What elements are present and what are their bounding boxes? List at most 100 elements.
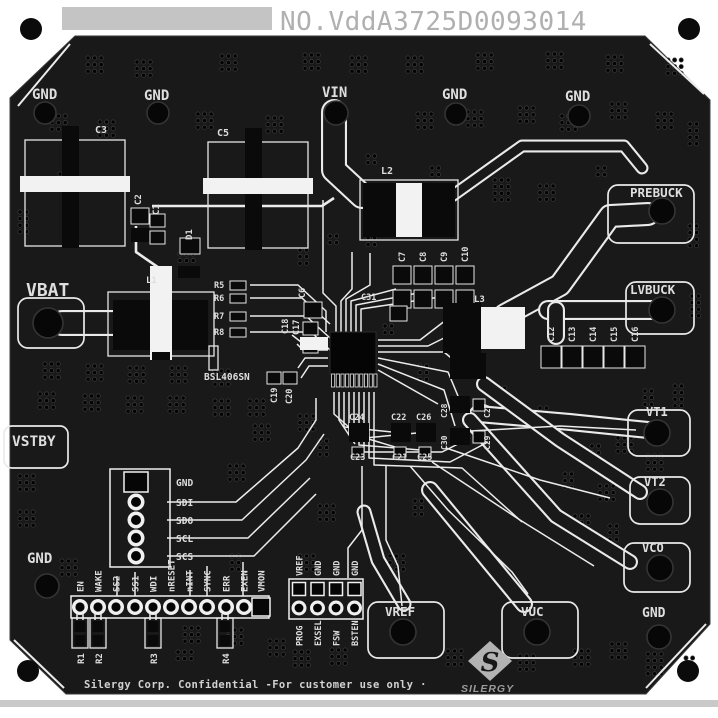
label-prog_header-bottom_pins-0: PROG — [296, 626, 306, 646]
main-ic — [329, 331, 378, 388]
copper-channel-fill — [478, 378, 646, 498]
footprint — [229, 293, 247, 304]
trace — [431, 461, 595, 567]
via-cluster — [85, 55, 104, 74]
via-cluster — [182, 625, 201, 644]
trace — [409, 465, 529, 595]
via-cluster — [85, 363, 104, 382]
label-resistors_bottom-2: R3 — [150, 653, 160, 664]
via-cluster — [297, 413, 316, 432]
label-spi_header-pins-4: SCS — [176, 552, 193, 563]
footprint — [392, 289, 412, 309]
label-refdes-c26: C26 — [416, 413, 431, 423]
trace — [451, 425, 637, 433]
footprint — [219, 621, 231, 632]
via-cluster — [572, 648, 591, 667]
label-refdes-c5: C5 — [217, 128, 229, 139]
via-cluster — [37, 391, 56, 410]
label-testpoints-gnd_bl: GND — [27, 551, 52, 567]
label-refdes-c25: C25 — [417, 453, 432, 463]
trace — [377, 363, 456, 427]
label-refdes-c24: C24 — [349, 413, 364, 423]
label-testpoints-vbat: VBAT — [26, 280, 70, 301]
footprint — [413, 289, 433, 309]
trace — [167, 477, 311, 539]
via-cluster — [134, 59, 153, 78]
via-cluster — [545, 51, 564, 70]
via-cluster — [689, 293, 702, 319]
label-prog_header-bottom_pins-3: BSTEN — [351, 620, 361, 646]
footprint — [229, 327, 247, 338]
label-refdes-c23: C23 — [350, 453, 365, 463]
footprint — [603, 345, 625, 369]
label-testpoints-gnd_t4: GND — [565, 89, 590, 105]
footer-confidential-text: Silergy Corp. Confidential -For customer… — [84, 679, 427, 691]
trace — [340, 252, 353, 334]
label-refdes-c30: C30 — [440, 435, 449, 450]
test-pad — [646, 624, 672, 650]
via-cluster — [247, 398, 266, 417]
testpoint-island — [627, 409, 691, 457]
test-pad — [648, 296, 676, 324]
copper-channel-fill — [495, 204, 658, 325]
footprint — [219, 635, 231, 646]
label-testpoints-vt2: VT2 — [644, 475, 666, 489]
via-cluster — [645, 651, 664, 677]
via-cluster — [609, 101, 628, 120]
ic-pin — [349, 373, 354, 388]
label-refdes-r5: R5 — [214, 281, 224, 291]
logo-letter: S — [481, 648, 500, 678]
footprint — [450, 396, 470, 413]
footprint — [455, 265, 475, 285]
footprint — [131, 228, 149, 242]
via-cluster — [297, 553, 316, 572]
via-cluster — [17, 473, 36, 492]
header-outline — [288, 578, 364, 620]
footprint — [20, 176, 130, 192]
footprint — [179, 237, 201, 255]
via-cluster — [687, 121, 700, 147]
trace — [297, 357, 328, 369]
footprint — [472, 398, 486, 412]
footprint — [113, 300, 151, 350]
via-cluster — [537, 183, 556, 202]
label-refdes-c7: C7 — [398, 252, 408, 262]
footprint — [266, 371, 282, 385]
test-pad — [32, 307, 64, 339]
ic-pin — [368, 373, 373, 388]
footprint — [150, 266, 172, 360]
via-cluster — [82, 393, 101, 412]
label-refdes-r6: R6 — [214, 294, 224, 304]
header-pin-hole — [111, 602, 121, 612]
test-pad — [146, 101, 170, 125]
label-refdes-c9: C9 — [440, 252, 450, 262]
copper-channel-fill — [423, 483, 531, 611]
ic-pin — [354, 373, 359, 388]
via-cluster — [195, 111, 214, 130]
edge-keepout-line — [13, 639, 65, 689]
header-square-pad — [347, 581, 362, 597]
scan-shadow-band — [0, 700, 718, 707]
footprint — [170, 300, 208, 350]
via-cluster — [219, 53, 238, 72]
footprint — [540, 345, 562, 369]
ic-pins — [331, 373, 378, 388]
header-square-pad — [291, 581, 307, 597]
label-testpoints-vco: VCO — [642, 541, 664, 555]
via-cluster — [267, 638, 286, 657]
footprint — [450, 428, 470, 445]
trace — [345, 253, 371, 334]
footprint — [434, 265, 454, 285]
label-refdes-l2: L2 — [381, 166, 393, 177]
footprint — [282, 371, 298, 385]
header-pin-hole — [202, 602, 212, 612]
test-pad — [646, 488, 674, 516]
label-refdes-c17: C17 — [292, 320, 302, 335]
via-cluster — [687, 223, 700, 249]
header-outline — [109, 468, 171, 568]
label-refdes-c22: C22 — [391, 413, 406, 423]
footprint — [396, 183, 422, 237]
footprint — [391, 423, 411, 442]
label-refdes-c6: C6 — [298, 288, 308, 298]
test-pad — [34, 573, 60, 599]
